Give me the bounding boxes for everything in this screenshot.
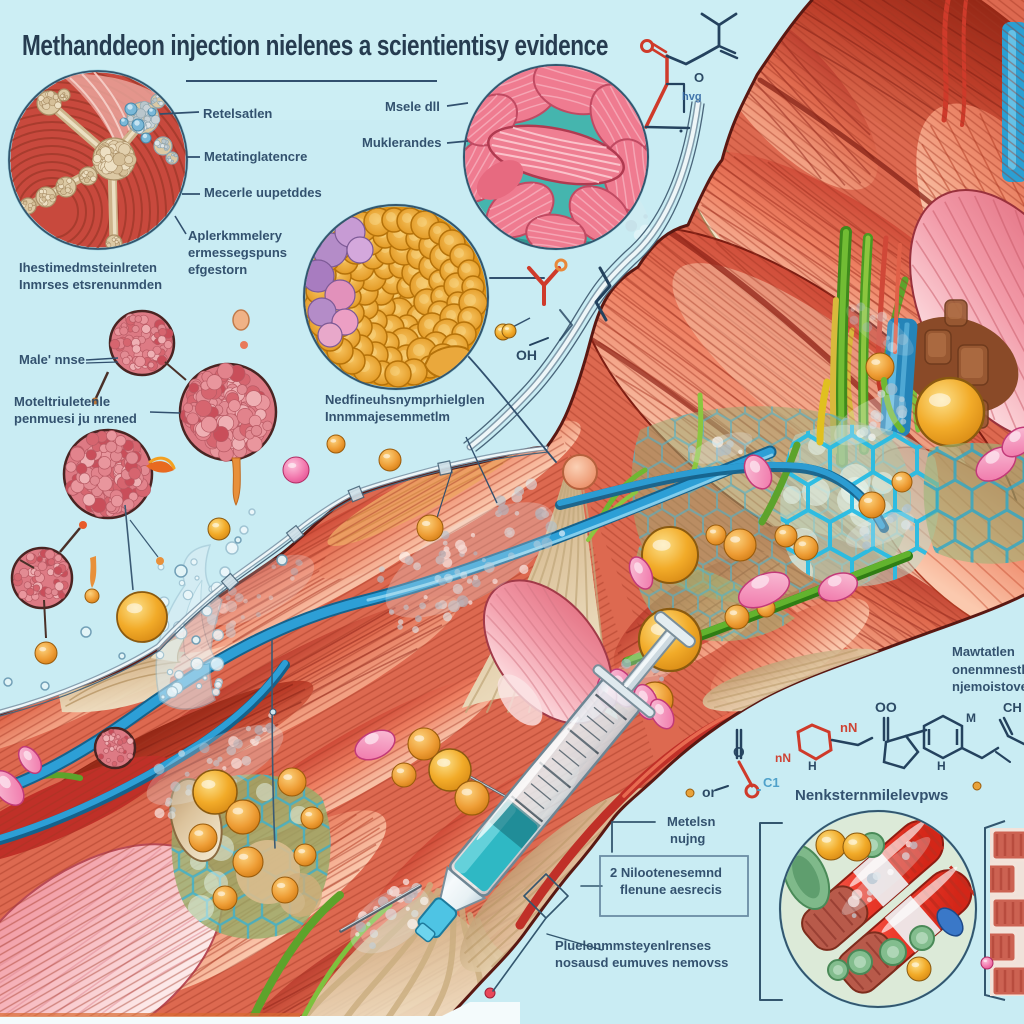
svg-text:O: O: [733, 744, 745, 761]
svg-text:Male' nnse: Male' nnse: [19, 352, 85, 367]
svg-text:flenune aesrecis: flenune aesrecis: [620, 882, 722, 897]
svg-text:njemoistove: njemoistove: [952, 679, 1024, 694]
svg-text:Msele dll: Msele dll: [385, 99, 440, 114]
svg-text:Ihestimedmsteinlreten: Ihestimedmsteinlreten: [19, 260, 157, 275]
svg-text:2 Nilootenesemnd: 2 Nilootenesemnd: [610, 865, 722, 880]
svg-text:onenmnestls: onenmnestls: [952, 662, 1024, 677]
svg-text:M: M: [966, 711, 976, 725]
svg-text:O: O: [694, 70, 704, 85]
svg-text:Metatinglatencre: Metatinglatencre: [204, 149, 307, 164]
svg-text:Metelsn: Metelsn: [667, 814, 715, 829]
svg-text:Nenksternmilelevpws: Nenksternmilelevpws: [795, 787, 948, 804]
svg-text:Muklerandes: Muklerandes: [362, 135, 441, 150]
svg-text:Aplerkmmelery: Aplerkmmelery: [188, 228, 283, 243]
svg-text:penmuesi ju nrened: penmuesi ju nrened: [14, 411, 137, 426]
svg-text:efgestorn: efgestorn: [188, 262, 247, 277]
svg-text:C1: C1: [763, 775, 780, 790]
svg-text:Inmrses etsrenunmden: Inmrses etsrenunmden: [19, 277, 162, 292]
svg-text:Methanddeon injection nielenes: Methanddeon injection nielenes a scienti…: [22, 30, 608, 62]
svg-text:H: H: [808, 759, 817, 773]
svg-text:OH: OH: [516, 347, 537, 363]
svg-text:Mecerle uupetddes: Mecerle uupetddes: [204, 185, 322, 200]
svg-text:Moteltriuletenle: Moteltriuletenle: [14, 394, 110, 409]
svg-text:ermessegspuns: ermessegspuns: [188, 245, 287, 260]
svg-text:nN: nN: [775, 751, 791, 765]
svg-text:nosausd eumuves nemovss: nosausd eumuves nemovss: [555, 955, 728, 970]
svg-text:nN: nN: [840, 720, 857, 735]
svg-text:Pluelenmmsteyenlrenses: Pluelenmmsteyenlrenses: [555, 938, 711, 953]
svg-text:or: or: [702, 784, 717, 800]
svg-text:H: H: [937, 759, 946, 773]
svg-text:nujng: nujng: [670, 831, 705, 846]
svg-text:Nedfineuhsnymprhielglen: Nedfineuhsnymprhielglen: [325, 392, 485, 407]
svg-text:CH: CH: [1003, 700, 1022, 715]
svg-text:Mawtatlen: Mawtatlen: [952, 644, 1015, 659]
svg-text:OO: OO: [875, 699, 897, 715]
svg-text:Retelsatlen: Retelsatlen: [203, 106, 272, 121]
svg-text:hvg: hvg: [682, 91, 702, 103]
svg-text:Innmmajesemmetlm: Innmmajesemmetlm: [325, 409, 450, 424]
